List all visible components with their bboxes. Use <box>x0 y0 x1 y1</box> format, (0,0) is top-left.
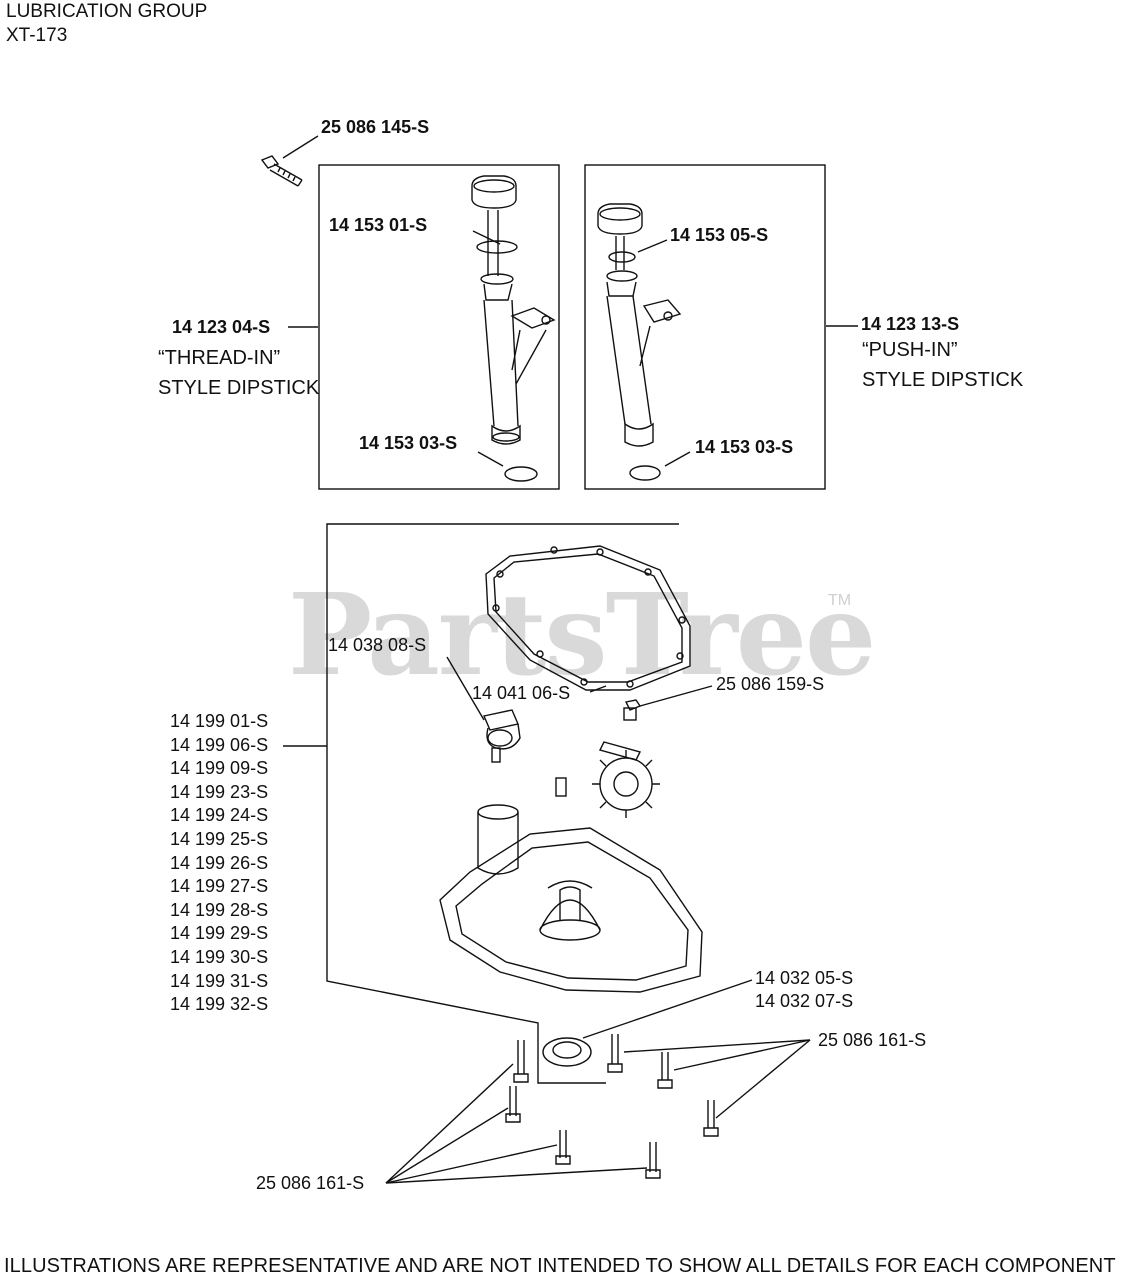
label-gasket: 14 041 06-S <box>472 683 571 703</box>
push-in-box <box>584 164 826 490</box>
sump-part-list: 14 199 01-S 14 199 06-S 14 199 09-S 14 1… <box>170 710 268 1017</box>
note-push-in: “PUSH-IN” <box>862 339 958 361</box>
weight-drawing <box>598 741 642 761</box>
label-oring-bottom-push: 14 153 03-S <box>695 437 794 457</box>
note-push-style: STYLE DIPSTICK <box>862 369 1024 391</box>
sump-part-item: 14 199 30-S <box>170 946 269 967</box>
push-in-dipstick-drawing <box>597 203 682 481</box>
model-number: XT-173 <box>6 25 68 46</box>
sump-part-item: 14 199 25-S <box>170 828 269 849</box>
sump-part-item: 14 199 31-S <box>170 970 269 991</box>
breather-bolt-drawing <box>623 699 642 721</box>
sump-part-item: 14 199 01-S <box>170 711 269 731</box>
thread-in-dipstick-drawing <box>471 175 556 482</box>
label-oring-bottom-thread: 14 153 03-S <box>359 433 458 453</box>
label-breather: 14 038 08-S <box>328 635 427 655</box>
sump-part-item: 14 199 27-S <box>170 876 269 897</box>
diagram-title: LUBRICATION GROUP <box>6 1 208 22</box>
label-dipstick-push: 14 123 13-S <box>861 314 960 334</box>
label-oring-push: 14 153 05-S <box>670 225 769 245</box>
bolt-top-drawing <box>260 155 303 187</box>
label-seal-2: 14 032 07-S <box>755 991 854 1011</box>
label-bolts-left: 25 086 161-S <box>256 1173 365 1193</box>
governor-gear-drawing <box>592 750 660 818</box>
sump-part-item: 14 199 09-S <box>170 758 269 779</box>
gasket-drawing <box>485 545 691 691</box>
sump-part-item: 14 199 06-S <box>170 734 269 755</box>
sump-part-item: 14 199 23-S <box>170 781 269 802</box>
thread-in-box <box>318 164 560 490</box>
cover-bolts-drawing <box>505 1034 719 1179</box>
sump-part-item: 14 199 24-S <box>170 805 269 826</box>
pin-drawing <box>555 777 567 797</box>
sump-cover-drawing <box>439 804 703 993</box>
sump-part-item: 14 199 26-S <box>170 852 269 873</box>
label-dipstick-thread: 14 123 04-S <box>172 317 271 337</box>
sump-part-item: 14 199 32-S <box>170 994 269 1015</box>
sump-part-item: 14 199 28-S <box>170 899 269 920</box>
note-thread-in: “THREAD-IN” <box>158 347 281 369</box>
label-bolt-mid: 25 086 159-S <box>716 674 825 694</box>
watermark-tm: TM <box>828 592 852 609</box>
note-thread-style: STYLE DIPSTICK <box>158 377 320 399</box>
label-oring-thread: 14 153 01-S <box>329 215 428 235</box>
label-seal-1: 14 032 05-S <box>755 968 854 988</box>
disclaimer-footer: ILLUSTRATIONS ARE REPRESENTATIVE AND ARE… <box>4 1255 1116 1277</box>
label-bolts-right: 25 086 161-S <box>818 1030 927 1050</box>
sump-part-item: 14 199 29-S <box>170 923 269 944</box>
label-bolt-top: 25 086 145-S <box>321 117 430 137</box>
breather-drawing <box>483 709 521 763</box>
oil-seal-drawing <box>542 1037 592 1067</box>
